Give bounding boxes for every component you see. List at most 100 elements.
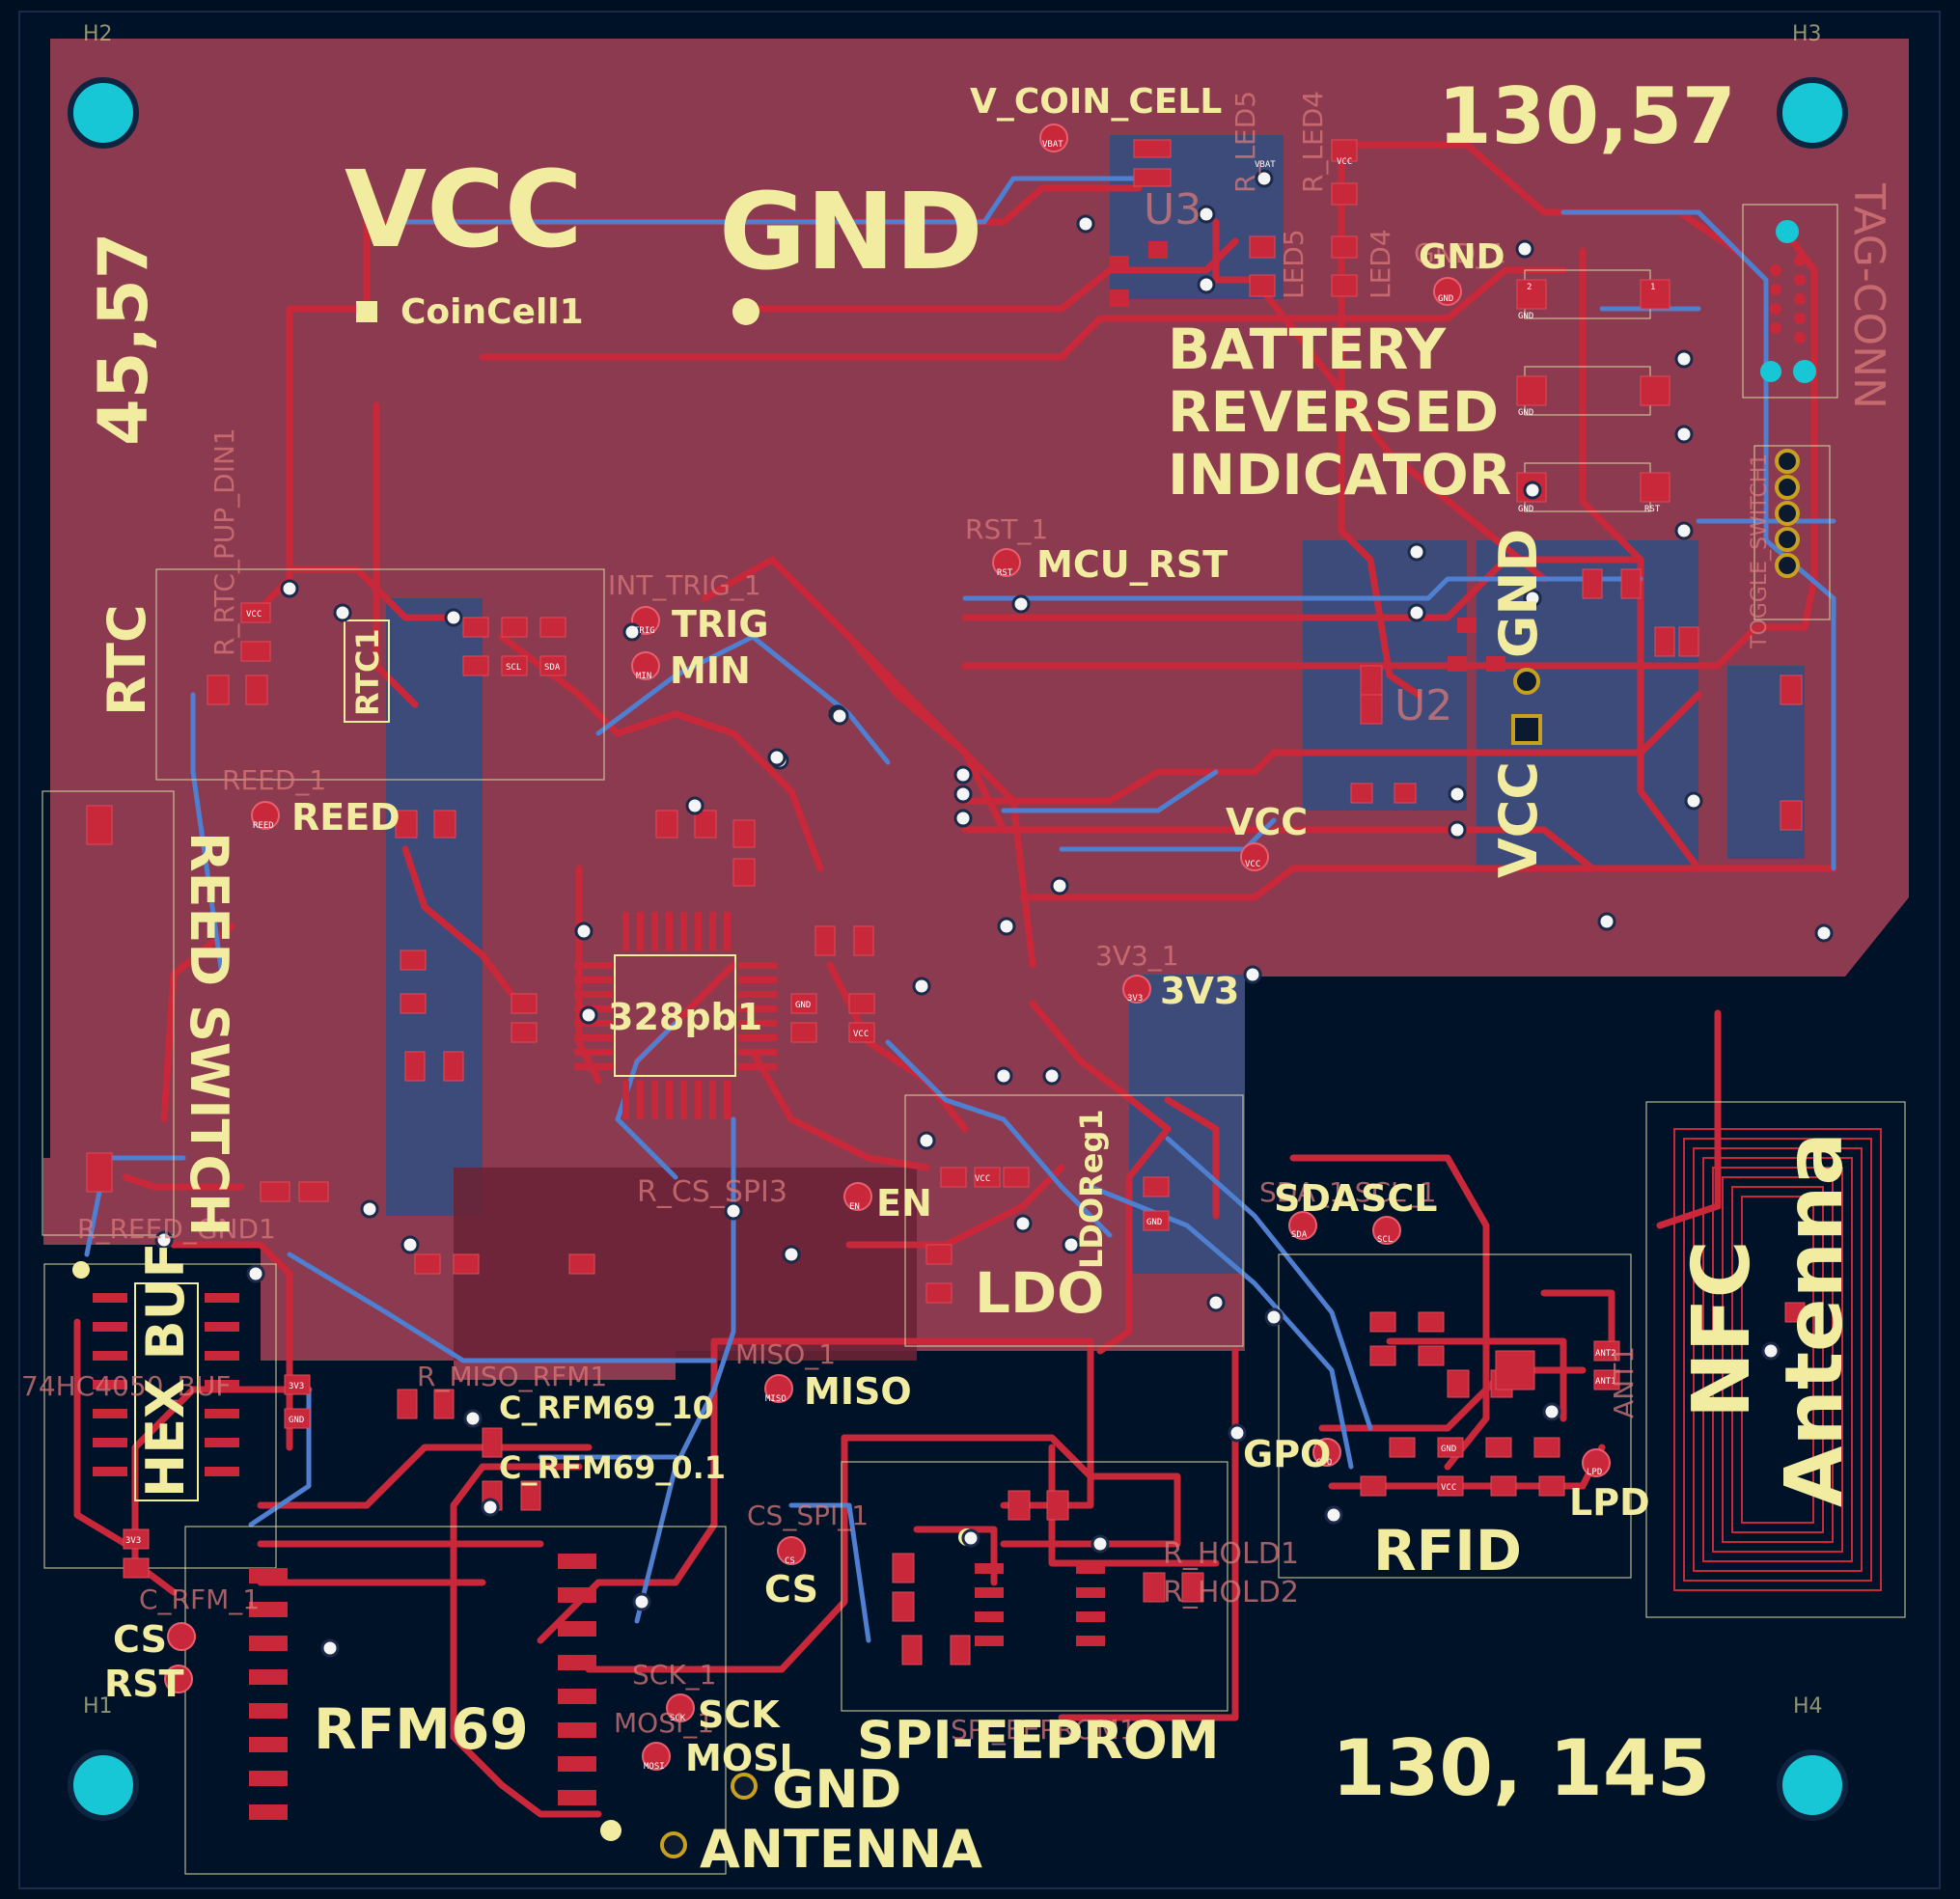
pad-vcc-ldo: VCC xyxy=(975,1174,990,1184)
label-antenna: ANTENNA xyxy=(700,1819,982,1880)
pad-gnd-a: GND xyxy=(1518,312,1533,321)
pad-vbat: VBAT xyxy=(1042,140,1063,150)
fp-reed xyxy=(41,790,175,1236)
block-rfid: RFID xyxy=(1373,1518,1522,1583)
pad-vcc-mcu: VCC xyxy=(853,1030,869,1039)
pad-vbat-2: VBAT xyxy=(1255,160,1276,170)
block-nfc: NFC xyxy=(1676,1240,1768,1418)
fp-toggle xyxy=(1753,445,1831,620)
nfc-antenna-coil xyxy=(1673,1128,1882,1591)
label-gnd-right: GND xyxy=(1419,237,1505,277)
coord-top-left: 45,57 xyxy=(84,233,163,446)
sot-packages xyxy=(1110,241,1505,672)
pad-en: EN xyxy=(849,1202,860,1212)
label-gnd-big: GND xyxy=(719,170,983,293)
ref-ant1: ANT1 xyxy=(1608,1346,1640,1418)
pad-gnd-b: GND xyxy=(1518,408,1533,418)
front-copper-dark xyxy=(454,1168,917,1361)
pad-rst-tp: RST xyxy=(997,568,1013,578)
label-vcc-mid: VCC xyxy=(1226,801,1308,843)
block-ldoreg1: LDOReg1 xyxy=(1073,1109,1110,1269)
ref-r-led4: R_LED4 xyxy=(1297,91,1329,193)
hole-labels: H2 H3 H1 H4 xyxy=(83,22,1823,1719)
pad-sck: SCK xyxy=(670,1714,686,1723)
ref-led4: LED4 xyxy=(1365,229,1396,299)
battery-line3: INDICATOR xyxy=(1168,442,1511,508)
pad-gnd-hex: GND xyxy=(289,1416,304,1425)
block-spi-eeprom: SPI-EEPROM xyxy=(857,1710,1220,1771)
pad-ant2: ANT2 xyxy=(1595,1349,1616,1359)
label-min: MIN xyxy=(670,649,751,692)
label-c-rfm69-01: C_RFM69_0.1 xyxy=(499,1449,726,1486)
block-rtc1: RTC1 xyxy=(349,628,386,716)
pad-3v3-rfm: 3V3 xyxy=(125,1536,141,1546)
label-mcu-rst: MCU_RST xyxy=(1036,543,1228,586)
block-reed-switch: REED SWITCH xyxy=(179,832,239,1236)
label-sda: SDA xyxy=(1274,1177,1360,1220)
tht-pads xyxy=(72,220,1816,1858)
ref-r-led5: R_LED5 xyxy=(1229,91,1261,193)
pad-gnd-rfid: GND xyxy=(1441,1445,1456,1454)
block-hex-buf: HEX BUF xyxy=(135,1243,196,1498)
label-coincell1: CoinCell1 xyxy=(400,292,584,332)
label-u2: U2 xyxy=(1394,681,1452,730)
block-antenna: Antenna xyxy=(1769,1132,1861,1507)
pad-vcc-r: VCC xyxy=(1337,157,1352,167)
block-rfm69: RFM69 xyxy=(314,1696,529,1762)
fp-nfc xyxy=(1645,1101,1906,1618)
battery-line2: REVERSED xyxy=(1168,379,1499,445)
ref-u4hc1: 74HC4050_BUF xyxy=(21,1370,231,1402)
mount-hole-h3 xyxy=(1777,77,1848,149)
ref-cs-spi: CS_SPI_1 xyxy=(747,1500,869,1531)
battery-line1: BATTERY xyxy=(1168,316,1447,382)
label-h3: H3 xyxy=(1792,22,1822,46)
coord-bottom-right: 130, 145 xyxy=(1332,1723,1710,1813)
vias xyxy=(154,169,1834,1658)
label-en: EN xyxy=(876,1182,932,1225)
mount-hole-h1 xyxy=(68,1749,139,1821)
pad-mosi: MOSI xyxy=(644,1762,665,1772)
label-h1: H1 xyxy=(83,1694,113,1719)
reference-designators: R_RTC_PUP_DIN1 R_REED_GND1 74HC4050_BUF … xyxy=(21,91,1640,1746)
fp-rfid xyxy=(1278,1253,1632,1579)
rfm69-pads xyxy=(249,1554,596,1820)
fp-spi-eeprom xyxy=(841,1461,1228,1712)
pad-3v3-tp: 3V3 xyxy=(1127,994,1143,1004)
pad-vcc-rfid: VCC xyxy=(1441,1483,1456,1493)
ref-spi-eeprom: SPI_EEPROM1 xyxy=(951,1714,1137,1746)
pad-two-a: 2 xyxy=(1527,283,1532,292)
label-cs: CS xyxy=(764,1568,818,1610)
pad-gnd-c: GND xyxy=(1518,505,1533,514)
silkscreen-labels: 45,57 130,57 130, 145 VCC GND V_COIN_CEL… xyxy=(84,71,1893,1880)
pad-min: MIN xyxy=(636,672,651,681)
pad-rst: RST xyxy=(1644,505,1661,514)
label-mosi: MOSI xyxy=(685,1737,793,1779)
mount-hole-h4 xyxy=(1777,1749,1848,1821)
label-sck: SCK xyxy=(698,1693,781,1736)
pad-cs: CS xyxy=(785,1556,795,1566)
label-lpd: LPD xyxy=(1569,1481,1650,1524)
pad-gnd-mcu: GND xyxy=(795,1001,811,1010)
label-reed: REED xyxy=(291,796,400,839)
pad-sda-rtc: SDA xyxy=(544,663,561,673)
ref-gnd-1: GND_1 xyxy=(1414,237,1506,269)
label-scl: SCL xyxy=(1361,1177,1437,1220)
fp-hexbuf-ic xyxy=(134,1282,199,1501)
label-r-hold1: R_HOLD1 xyxy=(1163,1537,1299,1571)
label-vcc-big: VCC xyxy=(345,148,583,271)
pad-vcc-tp: VCC xyxy=(1245,860,1260,869)
label-gnd-vertical: GND xyxy=(1488,529,1549,658)
ref-c-rfm1: C_RFM_1 xyxy=(139,1583,260,1615)
pad-sda: SDA xyxy=(1291,1230,1308,1240)
block-ldo: LDO xyxy=(975,1260,1104,1326)
ref-rst1: RST_1 xyxy=(965,513,1048,545)
pad-miso: MISO xyxy=(765,1394,787,1404)
test-points xyxy=(164,124,1611,1771)
pad-scl: SCL xyxy=(1377,1235,1393,1245)
label-h2: H2 xyxy=(83,22,113,46)
label-3v3: 3V3 xyxy=(1160,970,1239,1012)
pad-lpd: LPD xyxy=(1587,1468,1602,1477)
label-v-coin-cell: V_COIN_CELL xyxy=(970,82,1222,122)
ref-rtc-pup: R_RTC_PUP_DIN1 xyxy=(208,427,240,656)
